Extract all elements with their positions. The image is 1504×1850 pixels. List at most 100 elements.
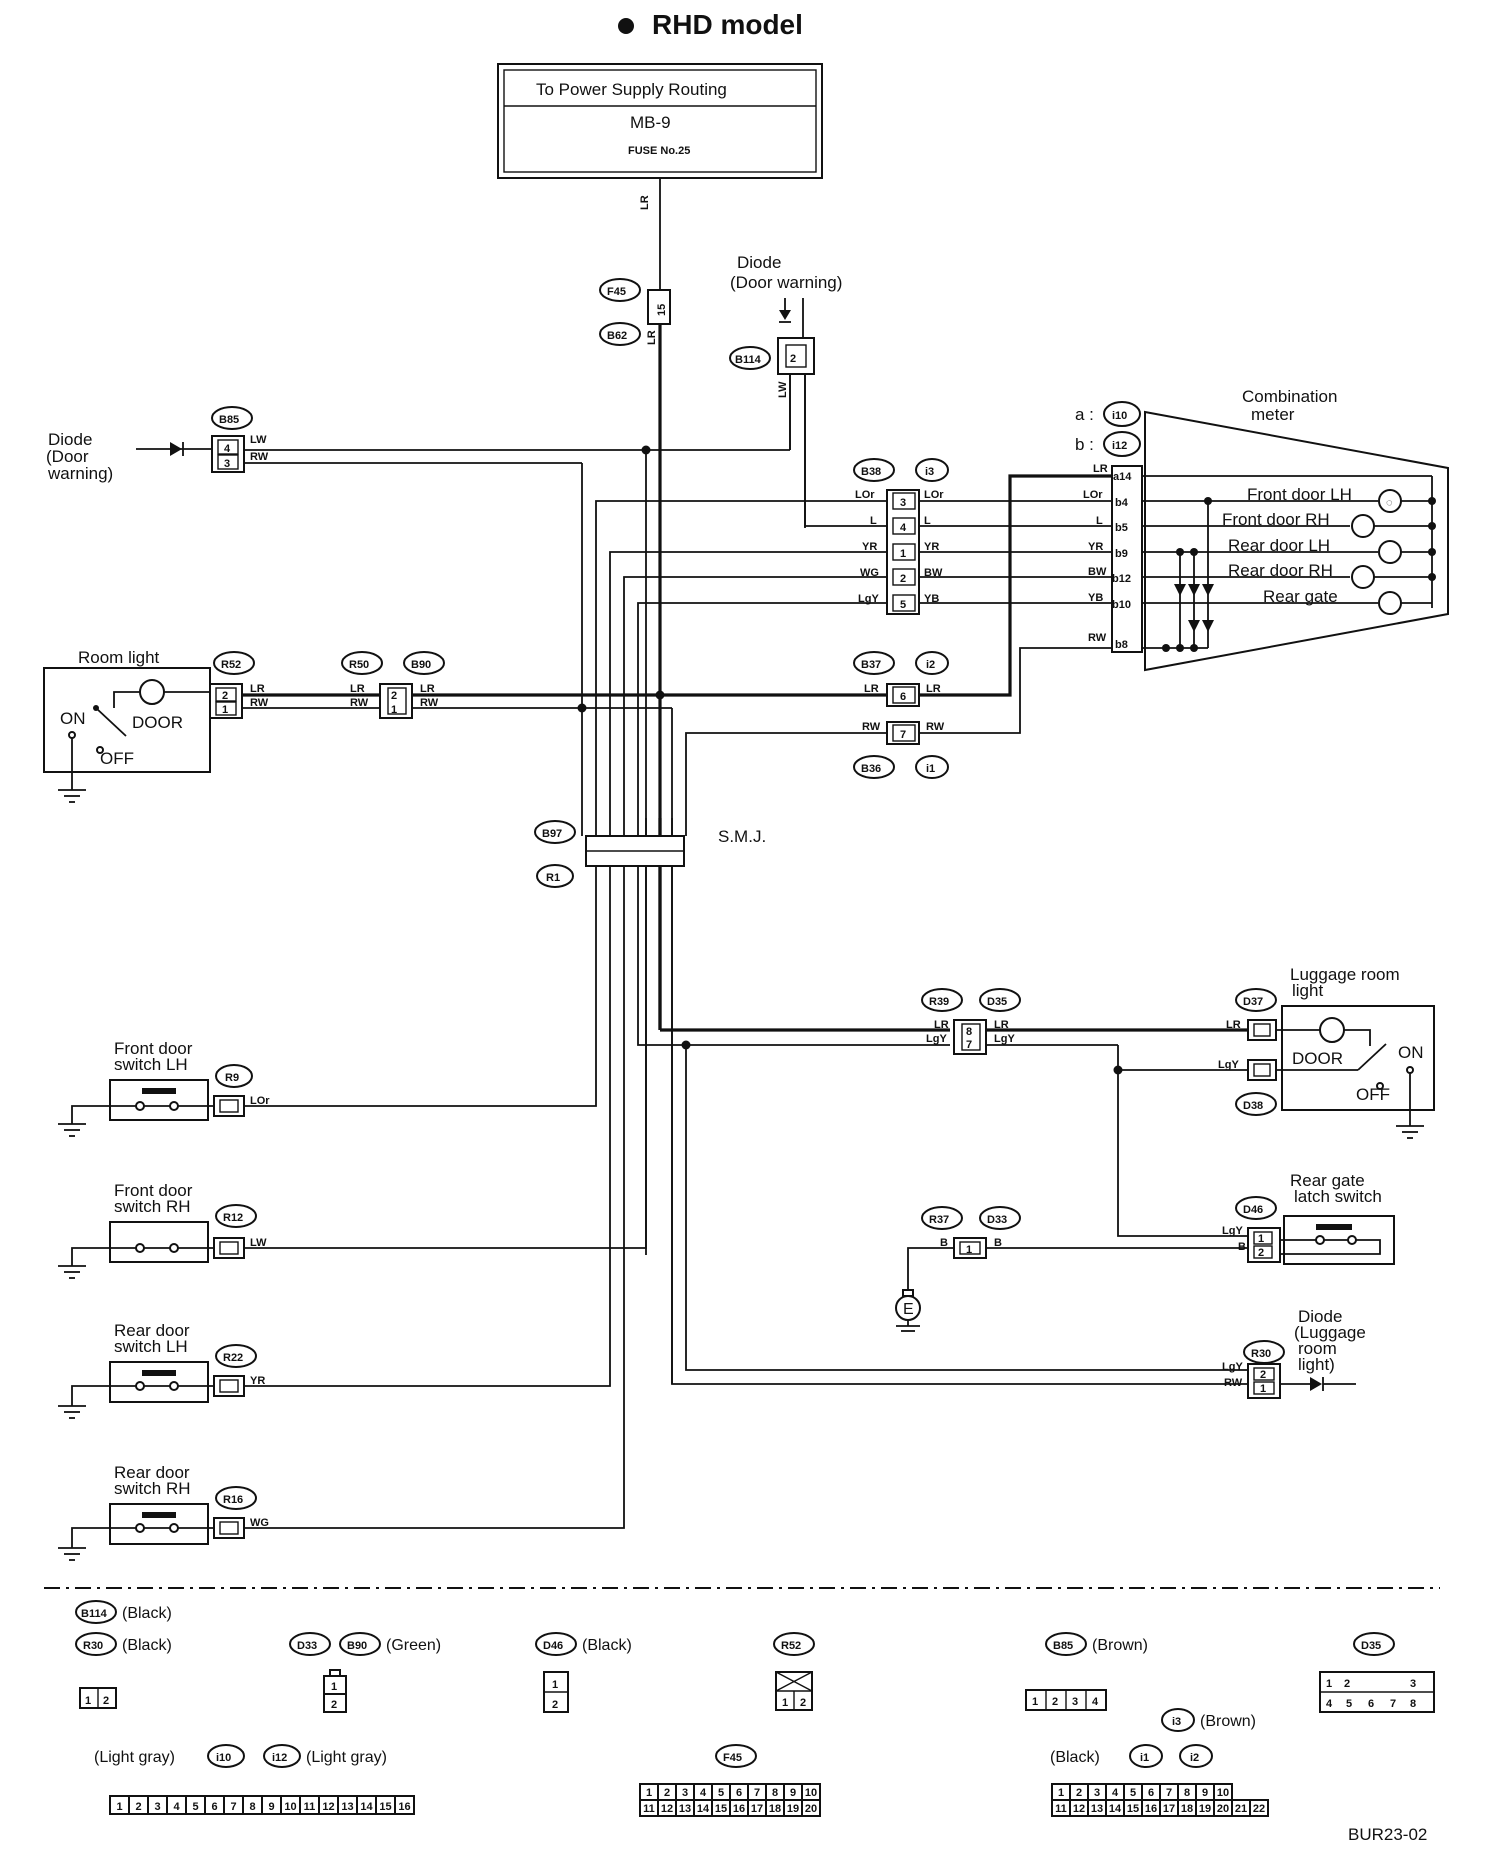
legend-f45-top-pin: 1 (646, 1787, 652, 1799)
legend-b114-color: (Black) (122, 1605, 172, 1622)
wire-label-lw-b85: LW (250, 434, 267, 446)
wl-r16-wg: WG (250, 1517, 269, 1529)
wl-l-r: L (924, 515, 931, 527)
legend-d35-pin-8: 8 (1410, 1698, 1416, 1710)
legend-16pin-pin: 9 (268, 1801, 274, 1813)
diode-top-sublabel: (Door warning) (730, 273, 842, 292)
i3-label: i3 (925, 466, 934, 478)
legend-r30-color: (Black) (122, 1637, 172, 1654)
wl-r39-lgy: LgY (926, 1033, 947, 1045)
fuse-label: FUSE No.25 (628, 145, 690, 157)
wire-label-lr-top: LR (639, 195, 651, 210)
latch-switch-label-1: Rear gate (1290, 1171, 1365, 1190)
legend-i2: i2 (1190, 1752, 1199, 1764)
b62-label: B62 (607, 330, 627, 342)
mb9-label: MB-9 (630, 113, 671, 132)
legend-i1-bot-pin: 16 (1145, 1803, 1157, 1815)
label-front-door-rh: Front door RH (1222, 510, 1330, 529)
power-supply-label: To Power Supply Routing (536, 80, 727, 99)
b114-label: B114 (735, 354, 762, 366)
d35-label: D35 (987, 996, 1007, 1008)
d38-connector (1247, 1059, 1277, 1081)
wire-label-lw-b114: LW (777, 381, 789, 398)
page-title: RHD model (652, 9, 803, 40)
d37-connector (1247, 1019, 1277, 1041)
meter-pin-b12: b12 (1112, 573, 1131, 585)
d46-pin-2: 2 (1258, 1247, 1264, 1259)
r30-pin-2: 2 (1260, 1369, 1266, 1381)
legend-d35-pin-5: 5 (1346, 1698, 1352, 1710)
wg-wire (623, 576, 887, 818)
wl-b36-rw: RW (862, 721, 881, 733)
wl-r30-rw: RW (1224, 1377, 1243, 1389)
label-rear-gate: Rear gate (1263, 587, 1338, 606)
r39-pin-7: 7 (966, 1039, 972, 1051)
rear-sw-lh-label-2: switch LH (114, 1337, 188, 1356)
legend-16pin-pin: 14 (360, 1801, 373, 1813)
legend-i1-top-pin: 3 (1094, 1787, 1100, 1799)
b38-pin-1: 1 (900, 548, 906, 560)
wl-r37-b: B (940, 1237, 948, 1249)
legend-f45-top-pin: 8 (772, 1787, 778, 1799)
meter-pin-b4: b4 (1115, 497, 1129, 509)
d33-label: D33 (987, 1214, 1007, 1226)
meter-a-label: a : (1075, 405, 1094, 424)
diode-left-sub2: warning) (47, 464, 113, 483)
legend-f45-top-pin: 9 (790, 1787, 796, 1799)
diode-top-label: Diode (737, 253, 781, 272)
wl-l-l: L (870, 515, 877, 527)
wl-meter-rw: RW (1088, 632, 1107, 644)
legend-d46-color: (Black) (582, 1637, 632, 1654)
r1-label: R1 (546, 872, 560, 884)
wl-meter-l: L (1096, 515, 1103, 527)
room-light-off: OFF (100, 749, 134, 768)
rw-to-r30 (671, 866, 1248, 1385)
legend-f45-bot-pin: 12 (661, 1803, 673, 1815)
b37-tag (853, 651, 895, 675)
f45-label: F45 (607, 286, 626, 298)
legend-f45-bot-pin: 17 (751, 1803, 763, 1815)
meter-pin-b10: b10 (1112, 599, 1131, 611)
legend-i1-bot-pin: 19 (1199, 1803, 1211, 1815)
title-bullet (618, 18, 634, 34)
legend-i12: i12 (272, 1752, 287, 1764)
legend-2pin-2: 2 (103, 1695, 109, 1707)
latch-switch-label-2: latch switch (1294, 1187, 1382, 1206)
legend-i12-color: (Light gray) (306, 1749, 387, 1766)
r50-pin-2: 2 (391, 690, 397, 702)
wl-d38-lgy: LgY (1218, 1059, 1239, 1071)
rear-door-switch-rh: Rear door switch RH R16 WG (58, 1463, 269, 1561)
wl-r50-rw: RW (350, 697, 369, 709)
legend-i1-top-pin: 7 (1166, 1787, 1172, 1799)
b85-pin-4: 4 (224, 443, 231, 455)
legend-f45-bot-cell (801, 1799, 821, 1817)
b38-tag (853, 458, 895, 482)
b36-pin-7: 7 (900, 729, 906, 741)
d37-tag (1235, 988, 1277, 1012)
lor-to-r9 (244, 866, 597, 1107)
b36-label: B36 (861, 763, 881, 775)
wl-d46-b: B (1238, 1241, 1246, 1253)
b90-label: B90 (411, 659, 431, 671)
power-supply-box: To Power Supply Routing MB-9 FUSE No.25 (497, 63, 823, 179)
r30-label: R30 (1251, 1348, 1271, 1360)
b97-label: B97 (542, 828, 562, 840)
diode-lug-label-2: (Luggage (1294, 1323, 1366, 1342)
diode-lug-label-3: room (1298, 1339, 1337, 1358)
legend-b85-pin-3: 3 (1072, 1696, 1078, 1708)
wl-bw-r: BW (924, 567, 943, 579)
b38-pin-4: 4 (900, 522, 907, 534)
legend-i1-top-pin: 8 (1184, 1787, 1190, 1799)
i2-tag (915, 651, 949, 675)
r52-pin-2: 2 (222, 690, 228, 702)
r52-tag (213, 651, 255, 675)
l-wire (804, 374, 887, 527)
legend-d33-pin-2: 2 (331, 1699, 337, 1711)
i2-label: i2 (926, 659, 935, 671)
legend-d35: D35 (1361, 1640, 1381, 1652)
legend-f45-bot-pin: 20 (805, 1803, 817, 1815)
legend-i1-bot-pin: 15 (1127, 1803, 1139, 1815)
meter-connector (1111, 465, 1143, 653)
